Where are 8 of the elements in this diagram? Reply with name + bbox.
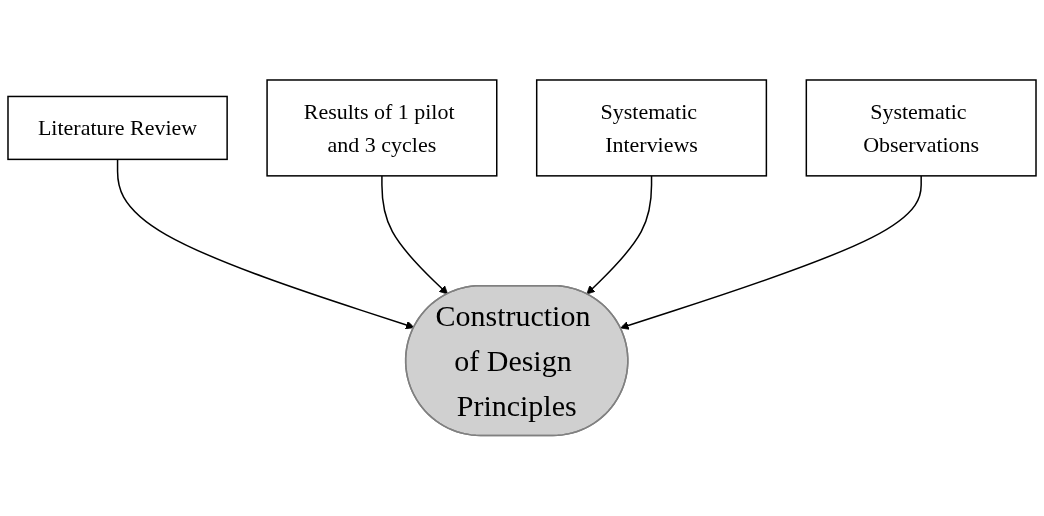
node-box: Systematic Observations xyxy=(805,79,1037,177)
node-box: Systematic Interviews xyxy=(535,79,768,177)
node-box: Results of 1 pilot and 3 cycles xyxy=(266,79,498,177)
arrow xyxy=(620,175,922,330)
arrow xyxy=(586,175,653,295)
arrow xyxy=(381,175,449,295)
arrow xyxy=(116,158,415,330)
node-box: Literature Review xyxy=(7,95,228,161)
